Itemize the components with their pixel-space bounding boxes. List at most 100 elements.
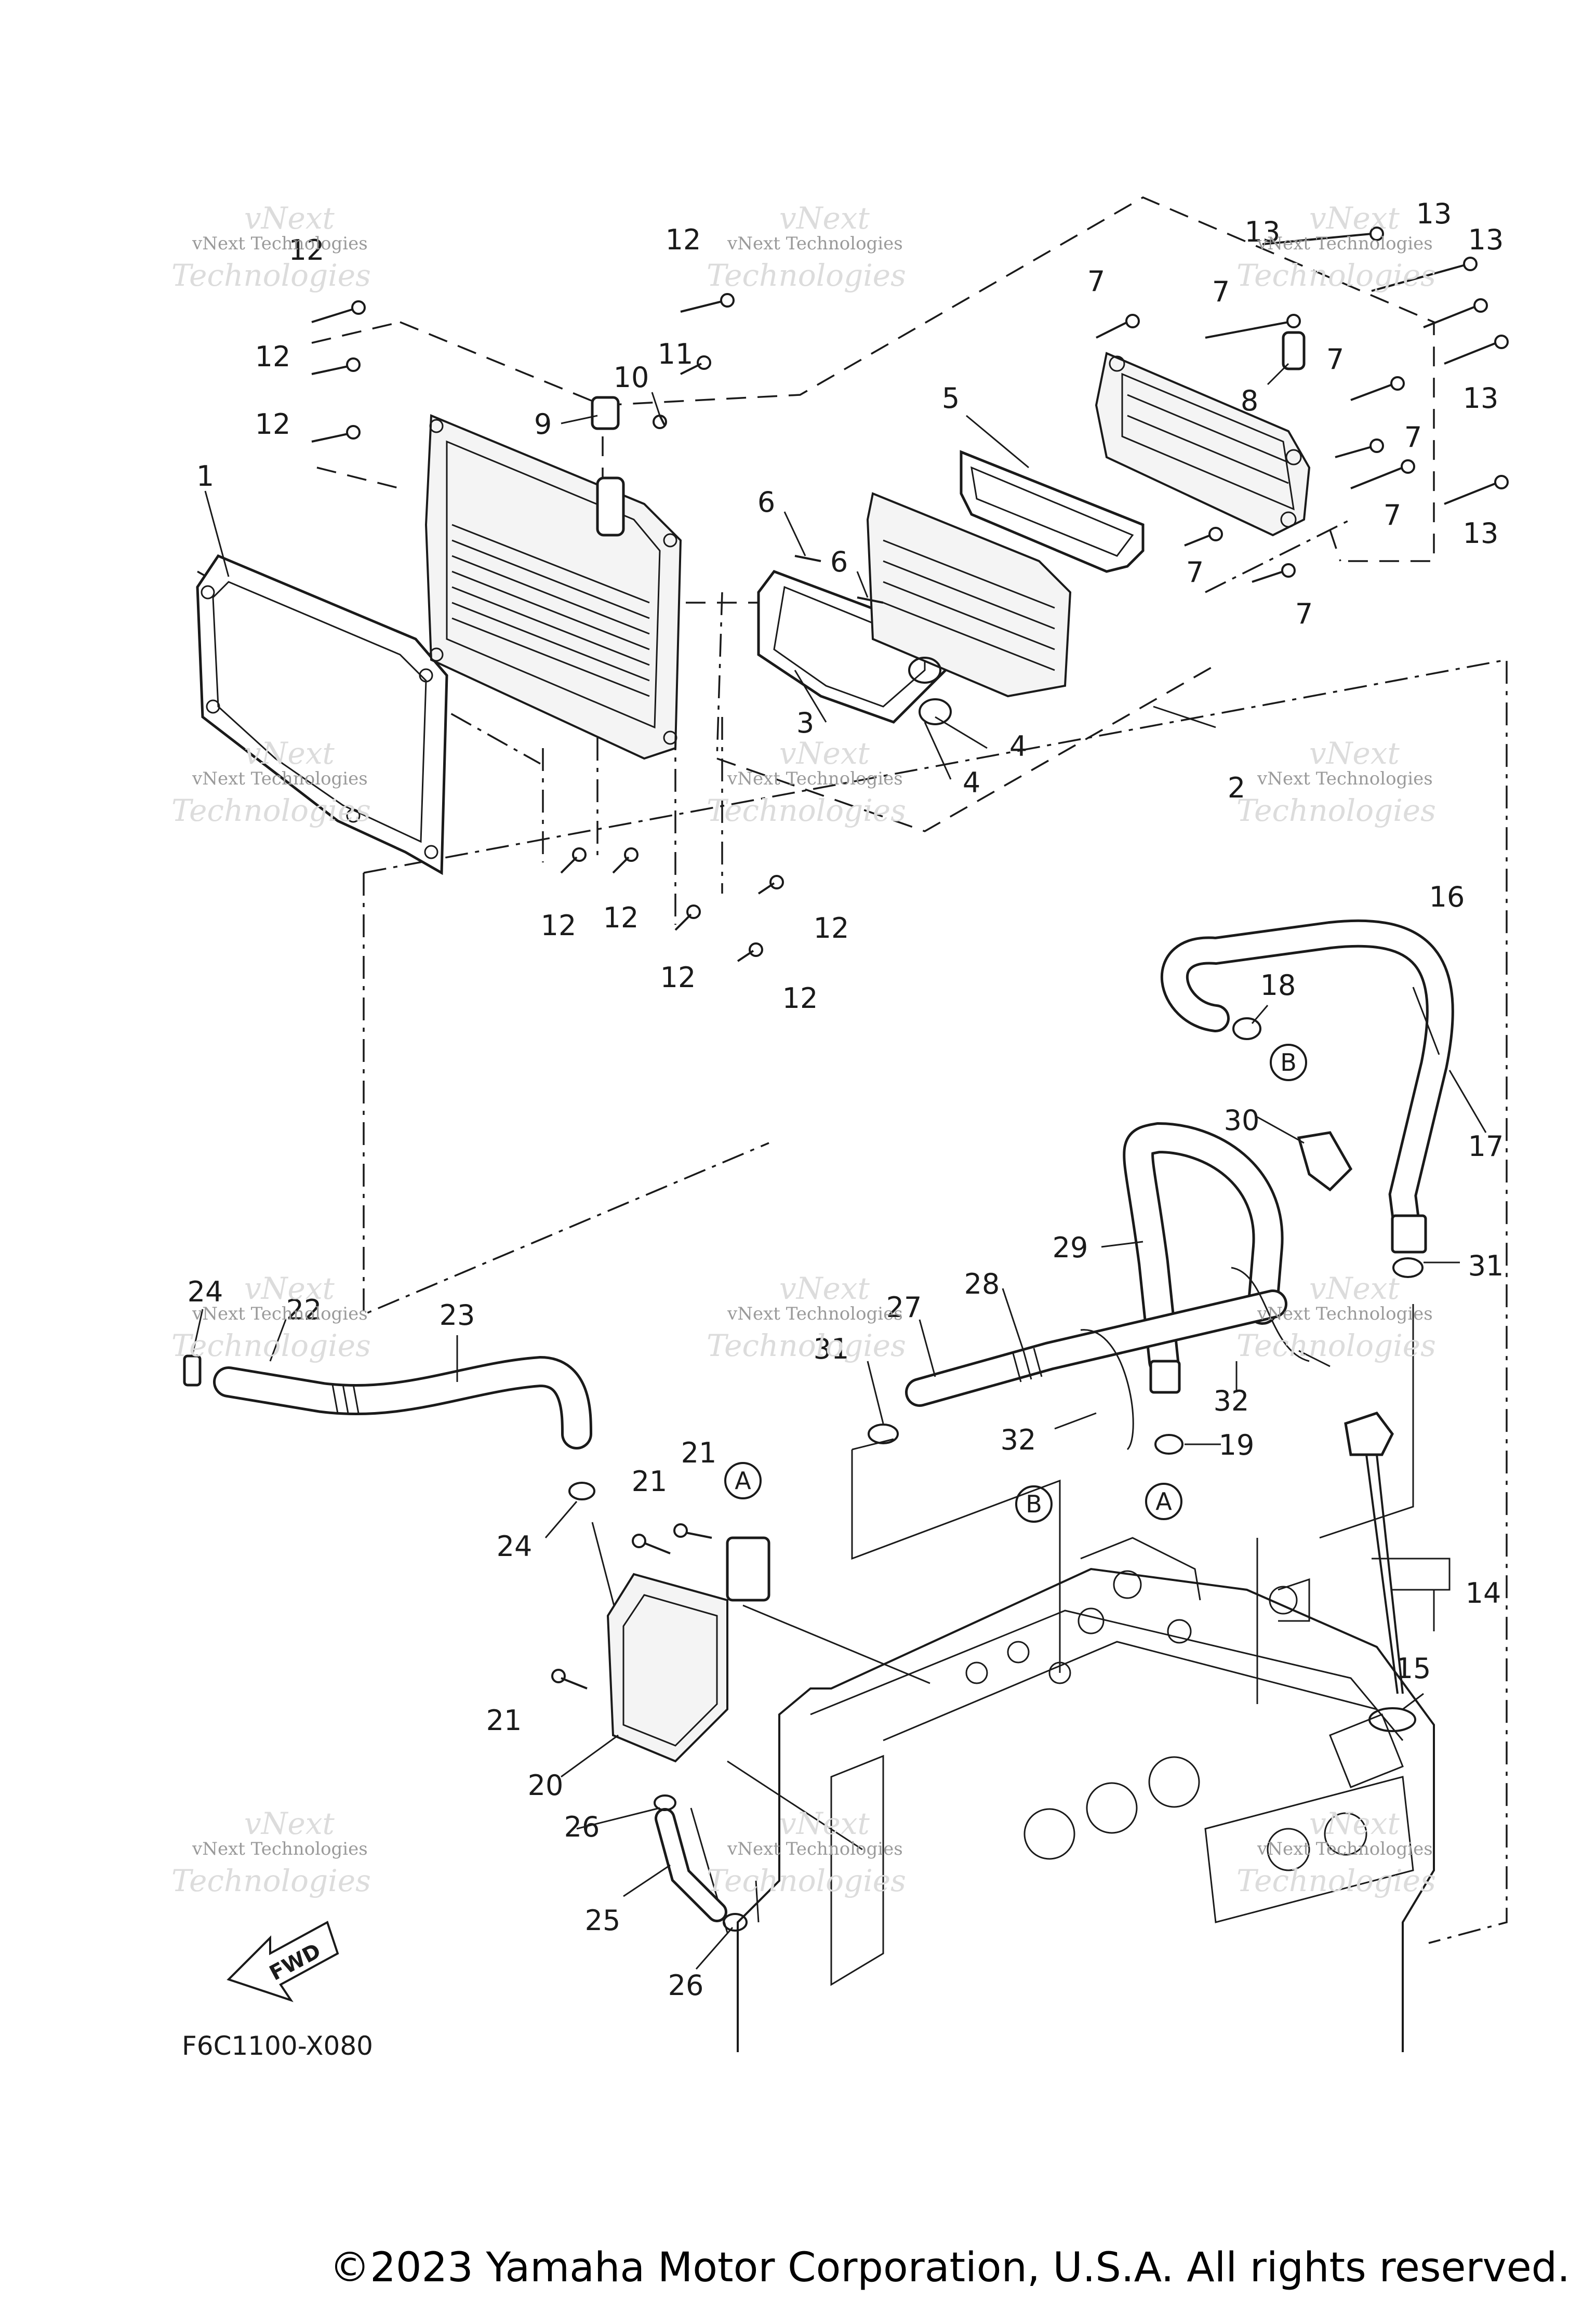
svg-text:vNext: vNext <box>779 1806 870 1841</box>
callout-19: 19 <box>1219 1429 1255 1461</box>
svg-text:vNext: vNext <box>1309 1271 1400 1306</box>
callout-21b: 21 <box>681 1437 717 1469</box>
callout-20: 20 <box>528 1769 564 1802</box>
circled-refs: B A B A <box>724 1044 1307 1523</box>
callout-7e: 7 <box>1384 499 1401 531</box>
callout-7f: 7 <box>1186 556 1204 589</box>
svg-text:vNext: vNext <box>1309 201 1400 236</box>
callout-12f: 12 <box>603 901 639 934</box>
callout-9: 9 <box>534 408 552 441</box>
valve-cover-upper <box>424 414 682 760</box>
callout-30: 30 <box>1224 1104 1260 1137</box>
callout-6b: 6 <box>830 546 848 578</box>
svg-text:Technologies: Technologies <box>1236 258 1436 293</box>
svg-text:vNext Technologies: vNext Technologies <box>192 768 368 789</box>
ref-a-right: A <box>1155 1487 1172 1515</box>
callout-12e: 12 <box>541 909 577 942</box>
part-3-plate <box>757 492 1072 725</box>
svg-text:Technologies: Technologies <box>171 1328 371 1363</box>
hose-29 <box>1123 1122 1284 1394</box>
callout-12c: 12 <box>255 408 291 441</box>
callout-31a: 31 <box>1468 1249 1504 1282</box>
callout-7b: 7 <box>1212 275 1230 308</box>
hose-27-28 <box>905 1289 1287 1407</box>
callout-26b: 26 <box>668 1969 704 2002</box>
svg-text:vNext Technologies: vNext Technologies <box>727 1304 903 1324</box>
watermark-5: vNext vNext Technologies Technologies <box>707 736 906 828</box>
ref-b-upper: B <box>1280 1048 1297 1076</box>
fwd-arrow: FWD <box>227 1921 339 2002</box>
watermark-7: vNext vNext Technologies Technologies <box>171 1271 371 1363</box>
callout-18: 18 <box>1260 969 1296 1002</box>
ref-b-lower: B <box>1026 1490 1042 1518</box>
svg-text:vNext Technologies: vNext Technologies <box>727 1839 903 1859</box>
callout-numbers: 1 2 3 4 4 5 6 6 7 7 7 7 7 7 7 8 9 10 11 … <box>188 197 1504 2002</box>
svg-text:Technologies: Technologies <box>707 1328 906 1363</box>
watermark-12: vNext vNext Technologies Technologies <box>1236 1806 1436 1898</box>
watermarks: vNext vNext Technologies Technologies vN… <box>171 201 1436 1898</box>
callout-7a: 7 <box>1087 265 1105 298</box>
svg-text:vNext Technologies: vNext Technologies <box>727 233 903 254</box>
svg-text:vNext Technologies: vNext Technologies <box>727 768 903 789</box>
svg-text:Technologies: Technologies <box>171 793 371 828</box>
callout-21c: 21 <box>486 1704 522 1737</box>
ref-a-left: A <box>735 1467 751 1495</box>
callout-28: 28 <box>964 1268 1000 1300</box>
callout-12g: 12 <box>660 961 696 994</box>
hose-22-23 <box>183 1354 592 1449</box>
svg-text:vNext: vNext <box>1309 1806 1400 1841</box>
callout-32a: 32 <box>1001 1424 1036 1456</box>
callout-22: 22 <box>286 1294 322 1326</box>
callout-29: 29 <box>1053 1231 1088 1264</box>
svg-text:Technologies: Technologies <box>1236 1328 1436 1363</box>
watermark-1: vNext vNext Technologies Technologies <box>171 201 371 293</box>
callout-4: 4 <box>1009 730 1027 763</box>
svg-text:vNext Technologies: vNext Technologies <box>192 1839 368 1859</box>
callout-11: 11 <box>658 338 694 370</box>
svg-text:vNext: vNext <box>779 736 870 771</box>
callout-13e: 13 <box>1463 517 1499 550</box>
svg-text:vNext Technologies: vNext Technologies <box>192 233 368 254</box>
callout-16: 16 <box>1429 881 1465 913</box>
svg-text:vNext Technologies: vNext Technologies <box>1257 768 1433 789</box>
callout-13d: 13 <box>1463 382 1499 415</box>
watermark-11: vNext vNext Technologies Technologies <box>707 1806 906 1898</box>
callout-13a: 13 <box>1245 216 1281 248</box>
watermark-3: vNext vNext Technologies Technologies <box>1236 201 1436 293</box>
callout-24b: 24 <box>497 1530 533 1563</box>
callout-23: 23 <box>440 1299 475 1332</box>
watermark-10: vNext vNext Technologies Technologies <box>171 1806 371 1898</box>
watermark-2: vNext vNext Technologies Technologies <box>707 201 906 293</box>
callout-7d: 7 <box>1404 421 1422 454</box>
engine-block <box>737 1537 1435 2052</box>
hose-16 <box>1160 919 1454 1254</box>
svg-text:vNext: vNext <box>779 201 870 236</box>
svg-text:vNext Technologies: vNext Technologies <box>1257 1304 1433 1324</box>
callout-12h: 12 <box>814 912 849 945</box>
svg-text:vNext: vNext <box>244 736 335 771</box>
svg-text:vNext: vNext <box>244 1271 335 1306</box>
callout-25: 25 <box>585 1904 621 1937</box>
svg-text:vNext: vNext <box>244 201 335 236</box>
part-5-gasket <box>960 450 1145 573</box>
part-1-gasket <box>196 554 448 875</box>
callout-10: 10 <box>614 361 649 394</box>
svg-text:Technologies: Technologies <box>171 1863 371 1898</box>
callout-5: 5 <box>942 382 960 415</box>
callout-15: 15 <box>1395 1652 1431 1685</box>
callout-1: 1 <box>196 460 214 493</box>
bolts <box>311 227 1509 1690</box>
callout-27: 27 <box>886 1291 922 1324</box>
callout-leaders <box>191 363 1487 1970</box>
fwd-label: FWD <box>265 1939 325 1986</box>
svg-text:vNext Technologies: vNext Technologies <box>192 1304 368 1324</box>
svg-text:Technologies: Technologies <box>1236 1863 1436 1898</box>
part-14-dipstick <box>1344 1412 1416 1732</box>
callout-24a: 24 <box>188 1275 223 1308</box>
callout-13b: 13 <box>1416 197 1452 230</box>
svg-text:Technologies: Technologies <box>1236 793 1436 828</box>
callout-7g: 7 <box>1295 597 1313 630</box>
svg-text:Technologies: Technologies <box>707 1863 906 1898</box>
callout-12b: 12 <box>255 340 291 373</box>
